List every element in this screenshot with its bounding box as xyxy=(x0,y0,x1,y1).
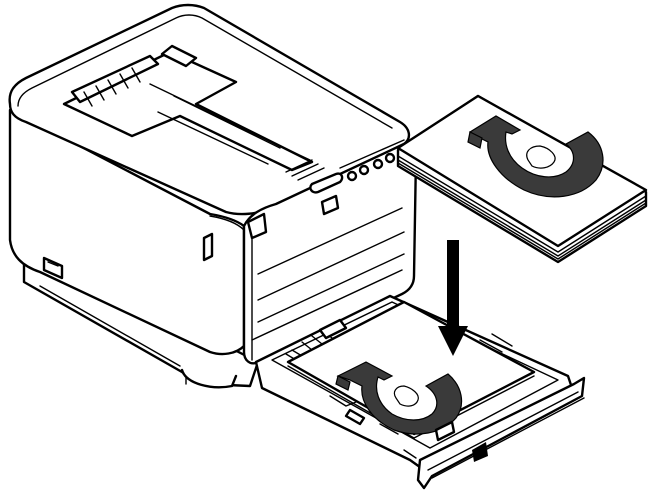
loading-paper-stack xyxy=(396,94,648,264)
insert-direction-arrow-icon xyxy=(438,240,468,356)
control-button-2 xyxy=(358,164,370,176)
paper-tray xyxy=(254,294,586,490)
control-button-3 xyxy=(372,158,384,170)
tray-letter-p xyxy=(336,361,463,435)
control-button-4 xyxy=(384,152,396,164)
printer xyxy=(8,3,418,389)
loading-letter-p xyxy=(468,115,604,198)
tray-front-handle xyxy=(416,376,586,490)
control-button-1 xyxy=(346,170,358,182)
control-panel-badge xyxy=(309,172,344,194)
